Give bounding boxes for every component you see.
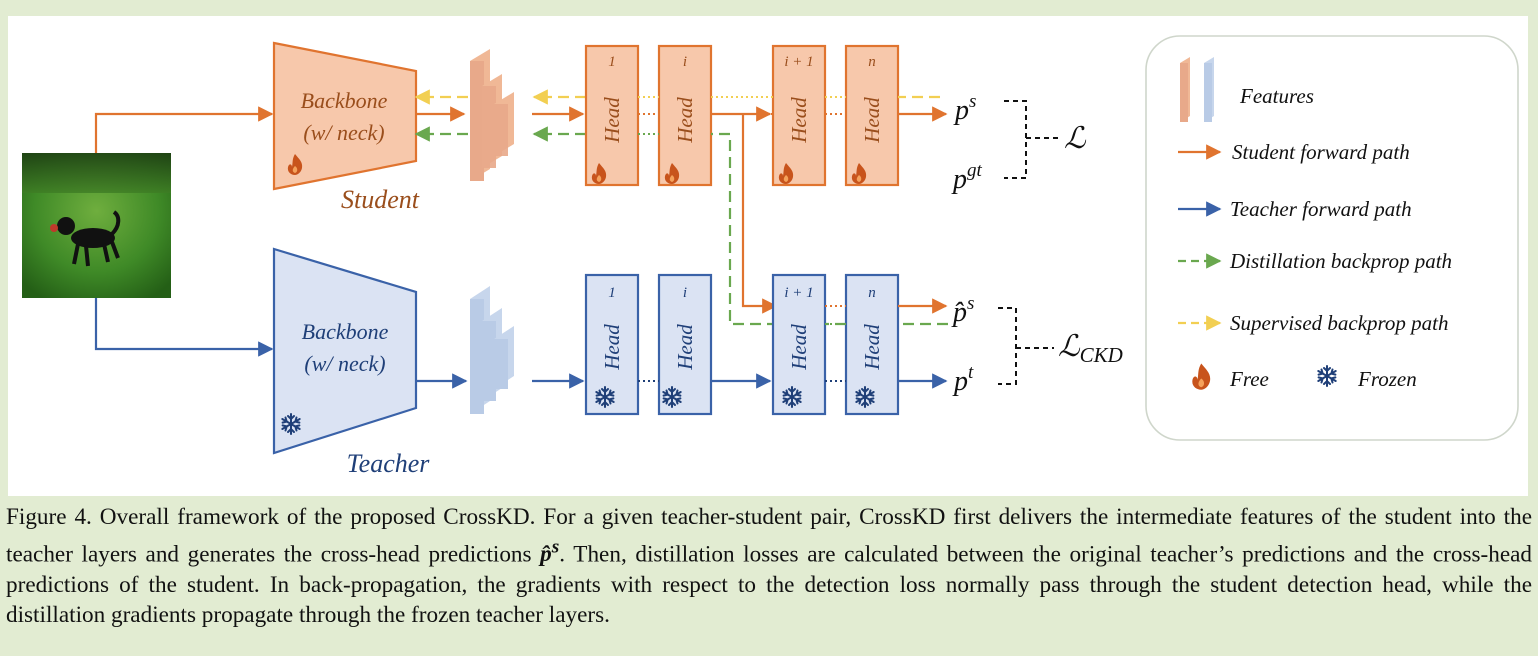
diagram-panel: Backbone (w/ neck) Student 1 Head i Head… — [8, 16, 1528, 496]
teacher-head-i: i Head — [657, 273, 713, 416]
teacher-head-label: Head — [600, 324, 624, 371]
distill-return-path — [711, 132, 948, 326]
student-head-i-plus-1: i + 1 Head — [771, 44, 827, 187]
caption-math: p̂ — [540, 541, 552, 568]
teacher-head-n: n Head — [844, 273, 900, 416]
student-head-label: Head — [600, 97, 624, 144]
teacher-backbone-label-2: (w/ neck) — [304, 351, 385, 376]
student-backbone-label-2: (w/ neck) — [303, 120, 384, 145]
student-input-arrow — [94, 106, 274, 153]
cross-head-arrow — [741, 114, 778, 314]
ground-truth: pgt — [951, 160, 983, 195]
teacher-head-label: Head — [787, 324, 811, 371]
student-backbone-label-1: Backbone — [301, 88, 388, 113]
student-loss-bracket — [1004, 100, 1027, 179]
teacher-pred: pt — [952, 362, 974, 397]
figure-label: Figure 4. — [6, 504, 92, 530]
teacher-loss-bracket — [998, 307, 1017, 385]
teacher-head-index: n — [868, 285, 876, 301]
student-head-index: i — [683, 54, 687, 70]
teacher-backbone-label-1: Backbone — [302, 319, 389, 344]
student-features — [470, 49, 514, 181]
teacher-head-label: Head — [673, 324, 697, 371]
student-head-label: Head — [787, 97, 811, 144]
student-head-n: n Head — [844, 44, 900, 187]
teacher-features — [470, 286, 514, 414]
legend-student-path: Student forward path — [1232, 140, 1410, 164]
cross-head-pred: p̂s — [951, 293, 974, 328]
teacher-head-label: Head — [860, 324, 884, 371]
features-icon — [1180, 57, 1214, 122]
student-head-index: i + 1 — [784, 54, 813, 70]
legend-frozen: Frozen — [1357, 367, 1417, 391]
teacher-head-index: i + 1 — [784, 285, 813, 301]
student-head-index: 1 — [608, 54, 616, 70]
figure-caption: Figure 4. Overall framework of the propo… — [6, 502, 1532, 631]
ckd-loss: ℒCKD — [1058, 330, 1123, 367]
caption-math-sup: s — [551, 536, 560, 558]
student-head-1: 1 Head — [584, 44, 640, 187]
student-loss: ℒ — [1064, 122, 1087, 155]
student-pred: ps — [953, 91, 976, 126]
legend-supervised-path: Supervised backprop path — [1230, 311, 1449, 335]
caption-text-2: . Then, distillation losses are calculat… — [6, 541, 1532, 629]
teacher-head-i-plus-1: i + 1 Head — [771, 273, 827, 416]
legend: Features Student forward path Teacher fo… — [1145, 35, 1519, 441]
legend-features: Features — [1239, 84, 1314, 108]
student-head-label: Head — [860, 97, 884, 144]
dog-photo — [22, 153, 171, 298]
student-head-i: i Head — [657, 44, 713, 187]
teacher-head-1: 1 Head — [584, 273, 640, 416]
student-head-index: n — [868, 54, 876, 70]
student-backbone — [272, 41, 418, 191]
student-head-label: Head — [673, 97, 697, 144]
student-label: Student — [341, 185, 420, 214]
teacher-label: Teacher — [347, 449, 431, 478]
caption-text-1: Overall framework of the proposed CrossK… — [6, 504, 1532, 568]
teacher-head-index: i — [683, 285, 687, 301]
legend-distill-path: Distillation backprop path — [1229, 249, 1452, 273]
legend-free: Free — [1229, 367, 1269, 391]
teacher-head-index: 1 — [608, 285, 616, 301]
legend-teacher-path: Teacher forward path — [1230, 197, 1412, 221]
teacher-input-arrow — [94, 298, 274, 357]
teacher-backbone — [272, 247, 418, 455]
